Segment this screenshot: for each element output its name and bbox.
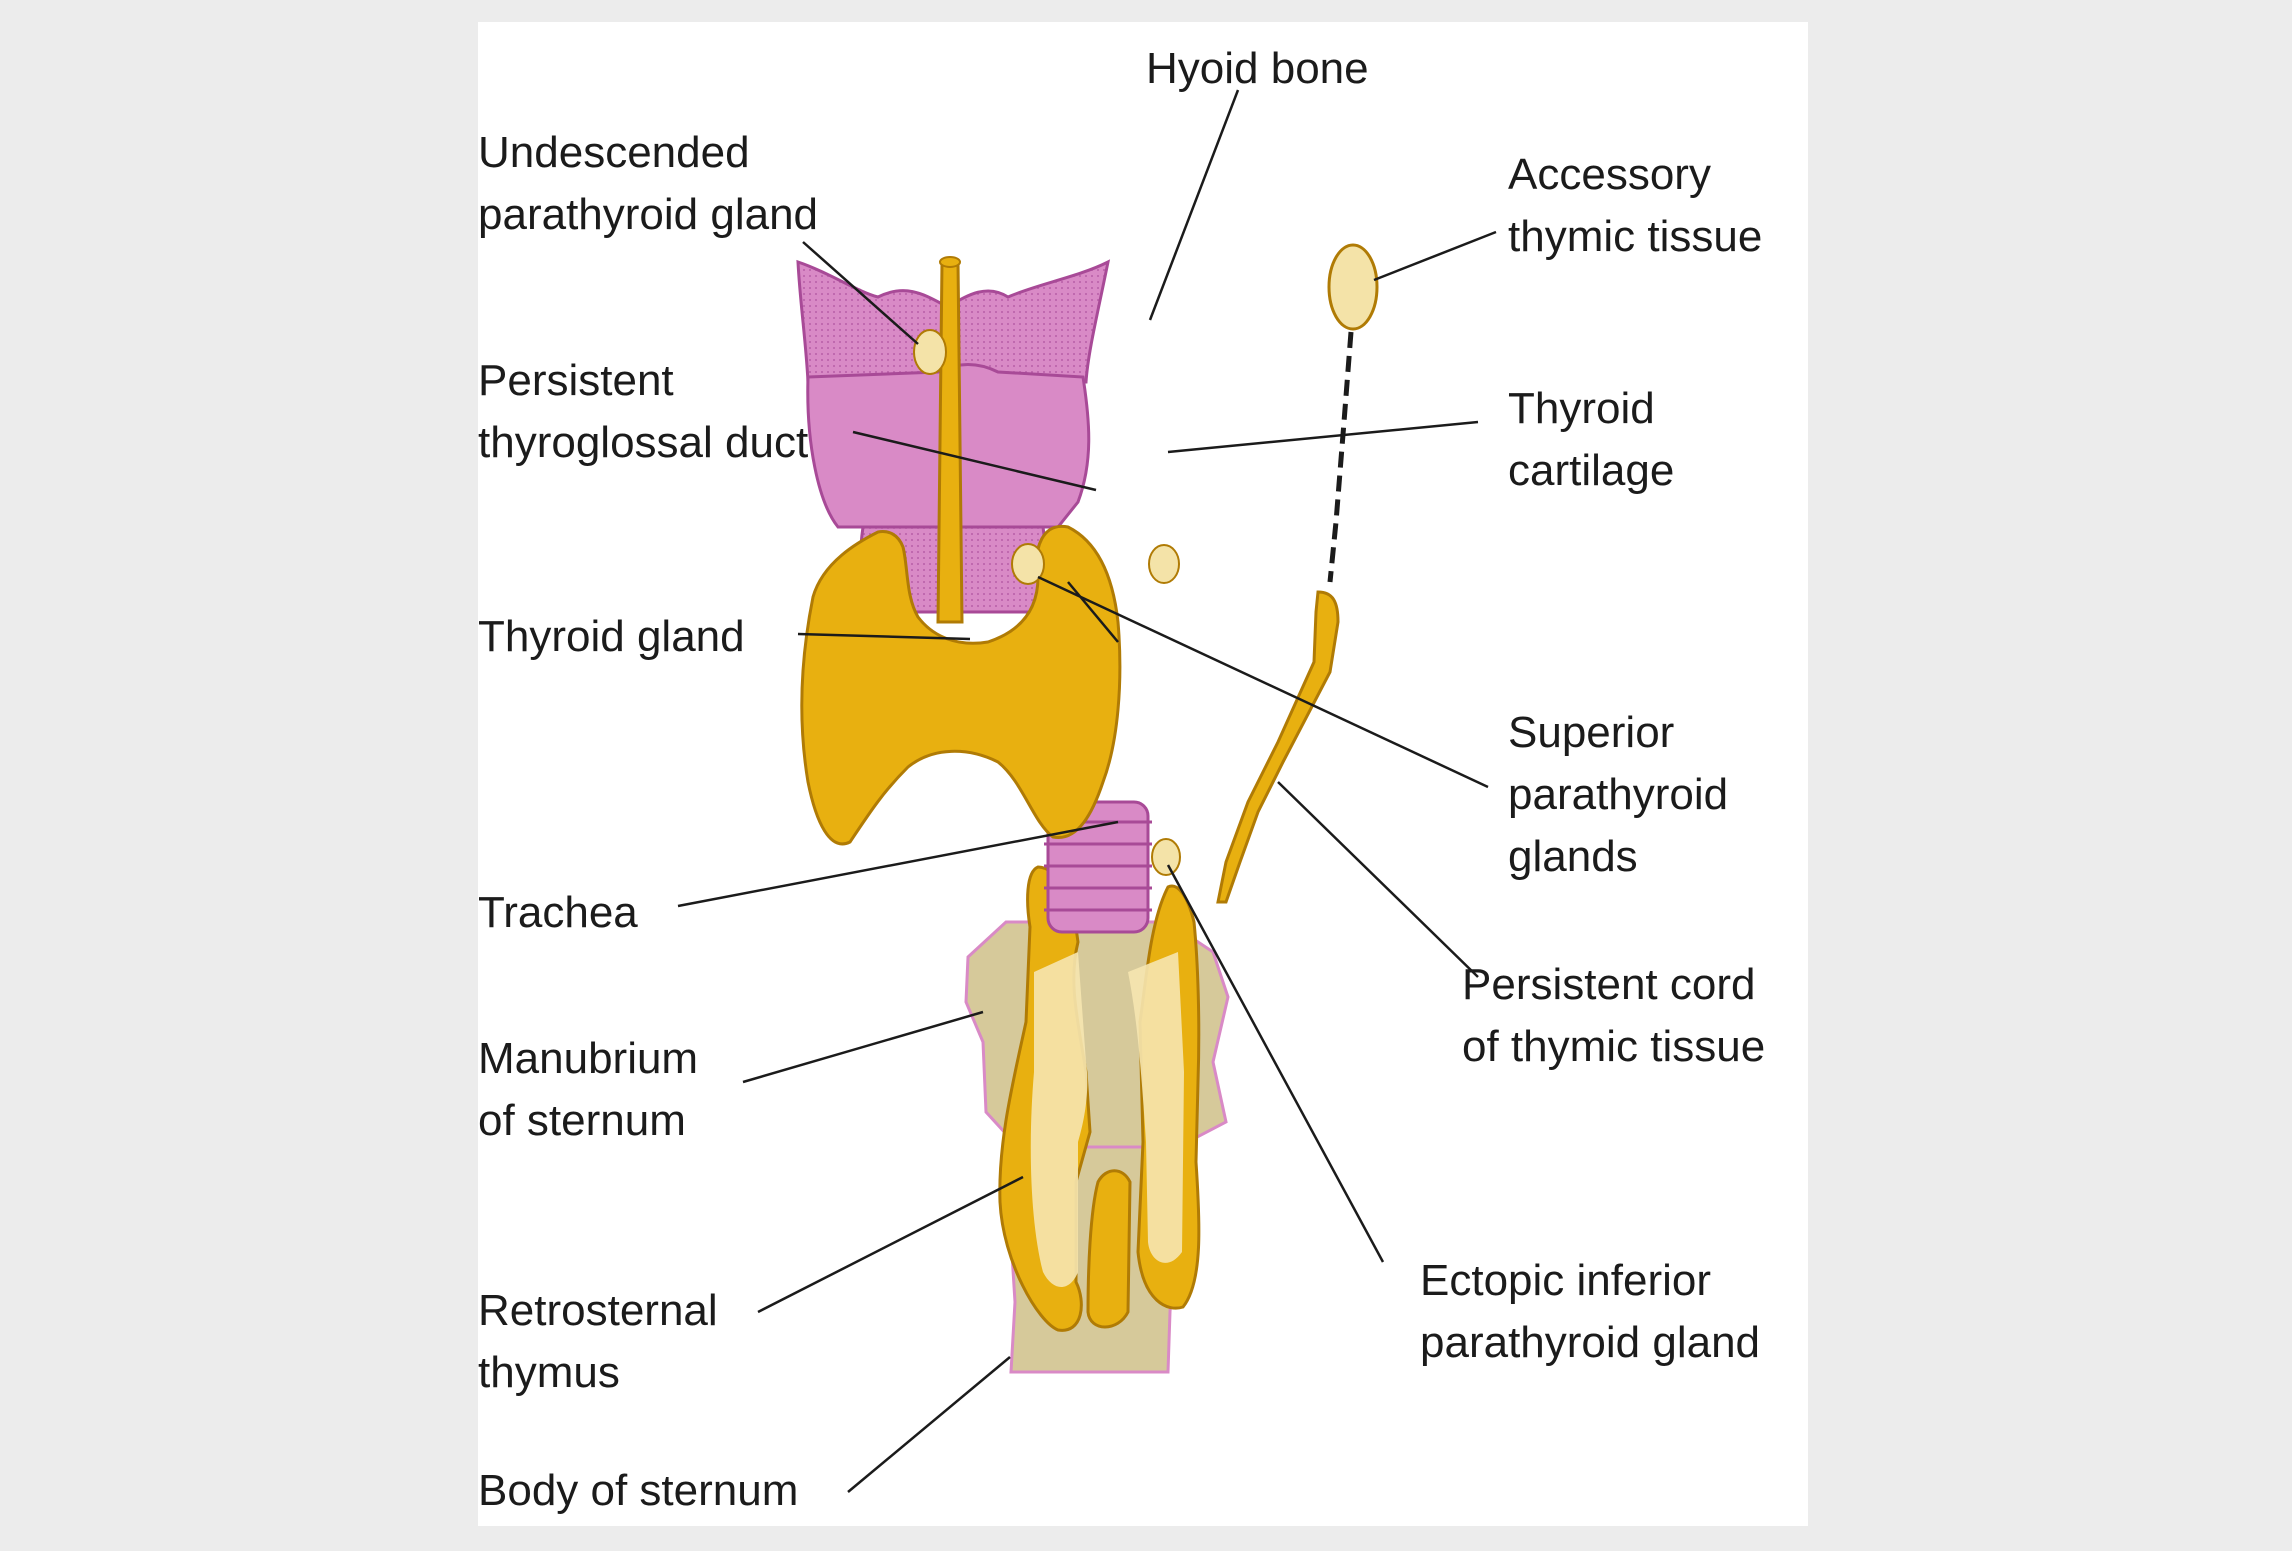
superior-parathyroid-right-shape xyxy=(1148,544,1180,584)
label-body-of-sternum-text: Body of sternum xyxy=(478,1466,799,1515)
label-trachea: Trachea xyxy=(478,882,638,944)
thymus-highlight xyxy=(1030,952,1088,1287)
label-line: Undescended xyxy=(478,128,750,177)
label-line: Ectopic inferior xyxy=(1420,1256,1712,1305)
label-line: parathyroid gland xyxy=(478,190,819,239)
label-line: Retrosternal xyxy=(478,1286,718,1335)
label-line: parathyroid gland xyxy=(1420,1318,1761,1367)
label-line: thymus xyxy=(478,1348,620,1397)
label-line: Superior xyxy=(1508,708,1675,757)
label-undescended-parathyroid: Undescended parathyroid gland xyxy=(478,122,818,246)
label-line: glands xyxy=(1508,832,1638,881)
persistent-cord-shape xyxy=(1216,590,1340,904)
label-ectopic-inferior: Ectopic inferior parathyroid gland xyxy=(1420,1250,1760,1374)
label-line: Persistent xyxy=(478,356,674,405)
label-line: cartilage xyxy=(1508,446,1675,495)
label-thyroid-gland-text: Thyroid gland xyxy=(478,612,745,661)
label-line: Accessory xyxy=(1508,150,1711,199)
label-manubrium: Manubrium of sternum xyxy=(478,1028,698,1152)
retrosternal-thymus xyxy=(998,865,1201,1332)
accessory-thymic-tissue-shape xyxy=(1327,243,1379,331)
label-line: thyroglossal duct xyxy=(478,418,809,467)
thymus-highlight-right xyxy=(1128,952,1184,1263)
label-line: parathyroid xyxy=(1508,770,1729,819)
label-retrosternal-thymus: Retrosternal thymus xyxy=(478,1280,718,1404)
label-line: Persistent cord xyxy=(1462,960,1756,1009)
label-persistent-thyroglossal: Persistent thyroglossal duct xyxy=(478,350,808,474)
leader-lines xyxy=(677,89,1497,1493)
label-superior-parathyroid: Superior parathyroid glands xyxy=(1508,702,1728,888)
label-line: Thyroid xyxy=(1508,384,1655,433)
thymus-center-lobe xyxy=(1086,1169,1132,1329)
label-persistent-cord: Persistent cord of thymic tissue xyxy=(1462,954,1765,1078)
dashed-cord xyxy=(1327,331,1354,583)
superior-parathyroid-left-shape xyxy=(1011,543,1045,585)
anatomy-diagram xyxy=(677,89,1497,1493)
label-accessory-thymic: Accessory thymic tissue xyxy=(1508,144,1762,268)
figure-panel: Hyoid bone Undescended parathyroid gland… xyxy=(478,22,1808,1526)
label-trachea-text: Trachea xyxy=(478,888,638,937)
label-line: Manubrium xyxy=(478,1034,699,1083)
label-thyroid-cartilage: Thyroid cartilage xyxy=(1508,378,1674,502)
parathyroid-glands xyxy=(913,329,1181,876)
label-hyoid-bone: Hyoid bone xyxy=(1146,38,1369,100)
undescended-parathyroid-shape xyxy=(913,329,947,375)
ectopic-inferior-parathyroid-shape xyxy=(1151,838,1181,876)
label-hyoid-bone-text: Hyoid bone xyxy=(1146,44,1369,93)
label-thyroid-gland: Thyroid gland xyxy=(478,606,745,668)
label-line: thymic tissue xyxy=(1508,212,1763,261)
label-line: of thymic tissue xyxy=(1462,1022,1766,1071)
label-body-of-sternum: Body of sternum xyxy=(478,1460,798,1522)
thyroid-gland-shape xyxy=(800,524,1122,846)
thyroglossal-duct-shape xyxy=(936,260,964,624)
label-line: of sternum xyxy=(478,1096,686,1145)
